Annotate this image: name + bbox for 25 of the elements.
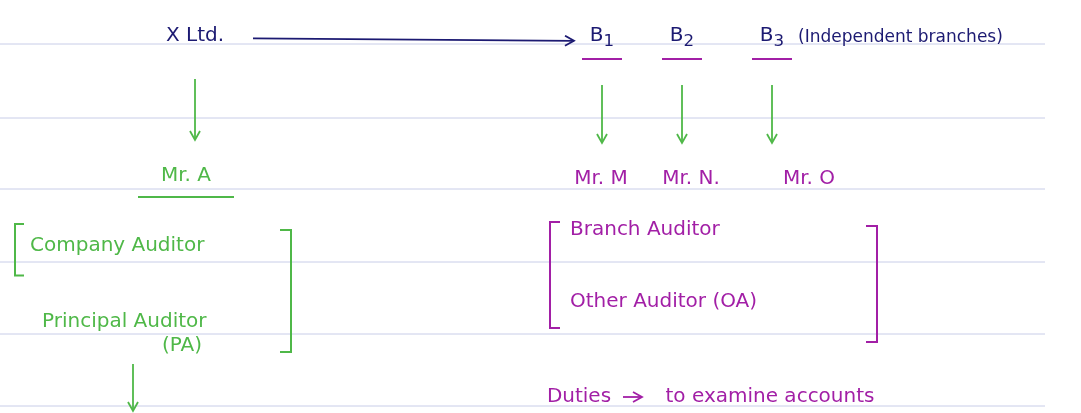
note-text: Company Auditor	[30, 232, 205, 256]
arrow	[189, 78, 201, 141]
handwritten-label: B$_{1}$	[582, 22, 622, 60]
note-text: Principal Auditor	[42, 308, 207, 332]
note-text: Branch Auditor	[570, 216, 720, 240]
handwritten-label: Mr. N.	[650, 165, 732, 195]
bracketed-note	[546, 218, 880, 346]
handwritten-label: to examine accounts	[650, 383, 890, 411]
handwritten-label: Mr. A	[138, 162, 234, 198]
handwritten-label: Mr. O	[770, 165, 848, 195]
handwritten-label: B$_{3}$	[752, 22, 792, 60]
handwritten-label: Mr. M	[560, 165, 642, 195]
arrow	[622, 391, 643, 403]
arrow	[127, 363, 139, 412]
handwritten-label: B$_{2}$	[662, 22, 702, 60]
arrow	[596, 84, 608, 144]
arrow	[766, 84, 778, 144]
handwritten-label: Duties	[543, 383, 615, 411]
handwritten-label: X Ltd.	[145, 22, 245, 54]
note-text: (PA)	[162, 332, 203, 356]
note-text: (Independent branches)	[798, 26, 1003, 46]
arrow	[252, 34, 575, 47]
arrow	[676, 84, 688, 144]
bracketed-note	[12, 222, 294, 356]
note-text: Other Auditor (OA)	[570, 288, 758, 312]
